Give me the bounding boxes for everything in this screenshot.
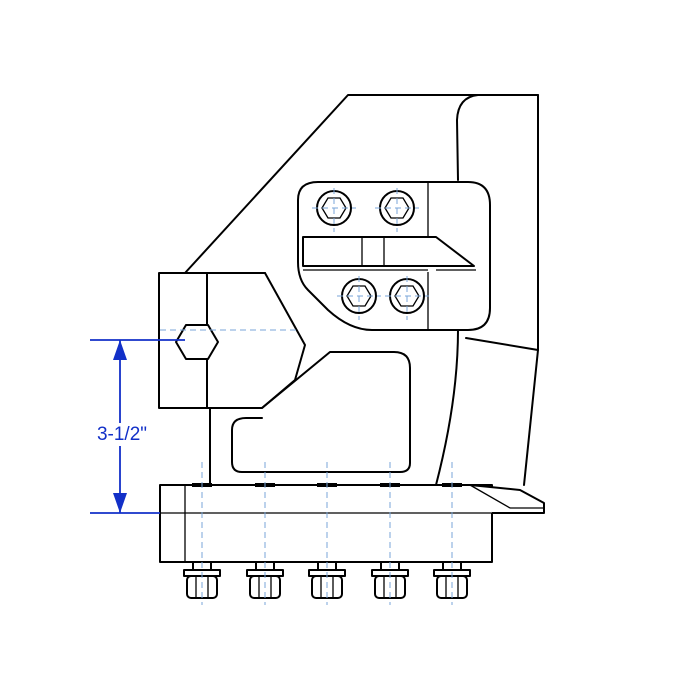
height-dimension: 3-1/2" [90, 339, 185, 514]
bottom-nut [183, 462, 221, 605]
bottom-nut [308, 462, 346, 605]
dimension-arrow-up-icon [113, 340, 127, 360]
dimension-arrow-down-icon [113, 493, 127, 513]
cap-screw-top-right [375, 188, 419, 232]
cap-screw-top-left [312, 188, 356, 232]
dimension-label: 3-1/2" [97, 424, 147, 445]
bottom-nut [433, 462, 471, 605]
bottom-nut [371, 462, 409, 605]
bracket-body [184, 94, 539, 486]
base-plate [159, 484, 545, 563]
cap-screw-bottom-right [385, 276, 429, 320]
cap-screw-bottom-left [337, 276, 381, 320]
hex-nut-icon [175, 324, 219, 360]
bottom-nut-row [183, 462, 471, 605]
bottom-nut [246, 462, 284, 605]
